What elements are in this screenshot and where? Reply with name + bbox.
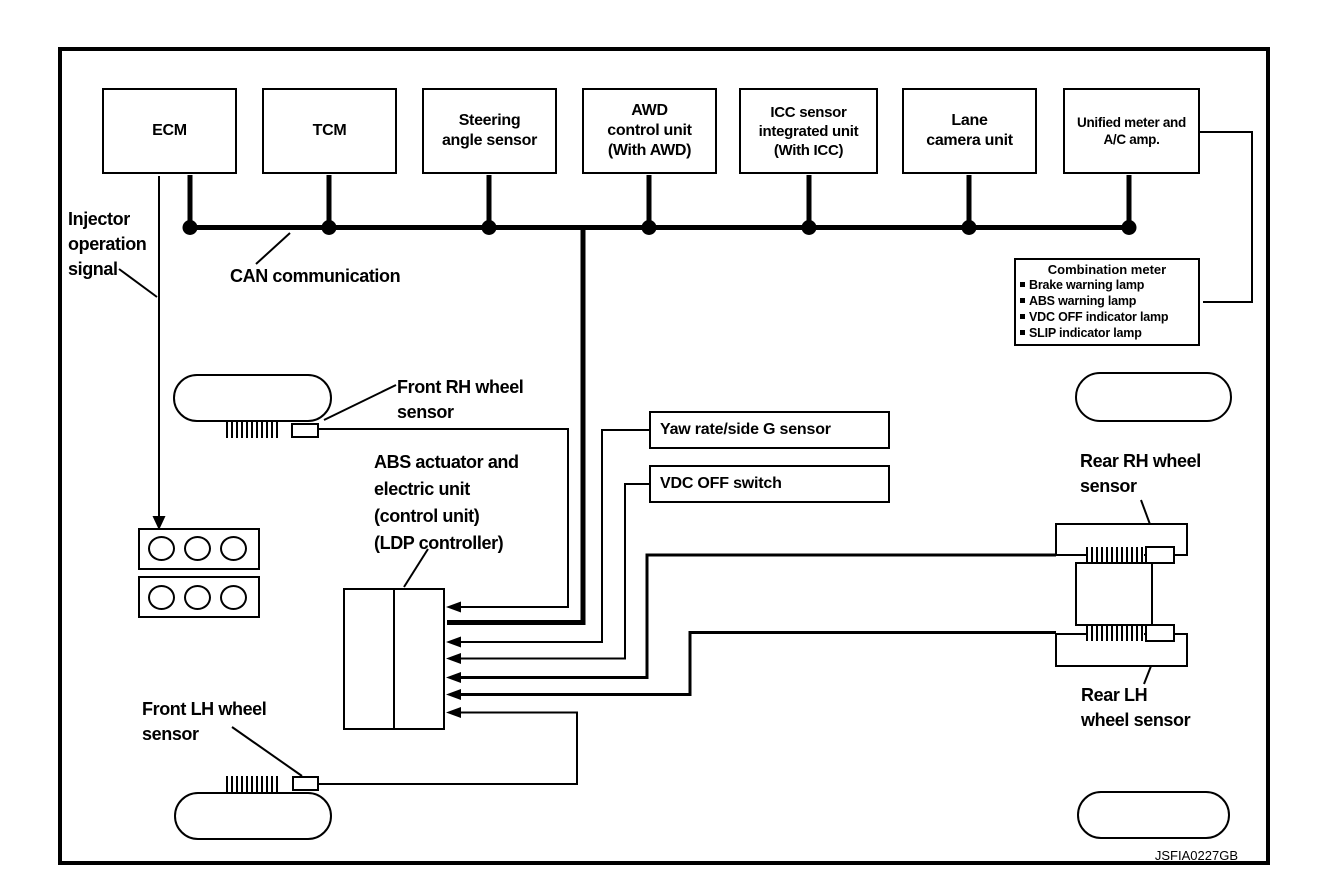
injector-signal-label: Injector operation signal [68, 209, 147, 279]
yaw-rate-sensor-box: Yaw rate/side G sensor [649, 411, 890, 449]
wire-front-lh [317, 711, 578, 785]
combination-meter-item: SLIP indicator lamp [1016, 325, 1198, 341]
front-lh-callout-line [231, 726, 303, 777]
can-callout-line [255, 232, 291, 265]
unit-box-ecm: ECM [102, 88, 237, 174]
unit-label-icc-sensor: ICC sensor integrated unit (With ICC) [758, 103, 859, 159]
injector-callout-line [118, 268, 158, 298]
combination-meter-item: VDC OFF indicator lamp [1016, 309, 1198, 325]
front-lh-sensor-ring-icon [226, 776, 278, 792]
front-lh-sensor-icon [292, 776, 319, 791]
front-rh-sensor-ring-icon [226, 422, 278, 438]
wire-front-rh [317, 428, 569, 608]
abs-input-arrowheads [446, 601, 461, 718]
yaw-rate-sensor-label: Yaw rate/side G sensor [660, 421, 831, 438]
figure-id: JSFIA0227GB [1154, 848, 1238, 863]
unit-label-unified-meter: Unified meter and A/C amp. [1077, 115, 1186, 147]
abs-actuator-label: ABS actuator and electric unit (control … [374, 452, 519, 553]
can-stub-lines [187, 175, 1132, 226]
combination-meter-title: Combination meter [1047, 262, 1167, 277]
unit-label-awd-control-unit: AWD control unit (With AWD) [607, 102, 692, 159]
wire-rear-rh [459, 553, 1056, 679]
unit-box-awd-control-unit: AWD control unit (With AWD) [582, 88, 717, 174]
unit-box-icc-sensor: ICC sensor integrated unit (With ICC) [739, 88, 878, 174]
combination-meter-item: Brake warning lamp [1016, 277, 1198, 293]
rear-lh-tire-icon [1077, 791, 1230, 839]
can-communication-label: CAN communication [230, 266, 401, 286]
unit-label-lane-camera: Lane camera unit [926, 112, 1013, 149]
engine-block-top-icon [138, 528, 260, 570]
unit-label-tcm: TCM [312, 122, 347, 139]
wire-vdc-switch [459, 483, 649, 660]
front-rh-callout-line [323, 384, 397, 421]
rear-rh-tire-icon [1075, 372, 1232, 422]
wire-meter-to-combination [1200, 131, 1253, 303]
rear-rh-sensor-label: Rear RH wheel sensor [1080, 451, 1201, 496]
injector-arrowhead-icon [152, 516, 166, 530]
unit-label-steering-angle-sensor: Steering angle sensor [441, 112, 538, 149]
engine-block-bottom-icon [138, 576, 260, 618]
rear-rh-sensor-ring-icon [1086, 547, 1144, 563]
unit-label-ecm: ECM [152, 122, 187, 139]
combination-meter-box: Combination meter Brake warning lamp ABS… [1014, 258, 1200, 346]
rear-lh-sensor-icon [1145, 624, 1175, 642]
rear-rh-sensor-icon [1145, 546, 1175, 564]
unit-box-unified-meter: Unified meter and A/C amp. [1063, 88, 1200, 174]
can-node-dots [182, 220, 1137, 235]
unit-box-steering-angle-sensor: Steering angle sensor [422, 88, 557, 174]
front-rh-sensor-label: Front RH wheel sensor [397, 377, 524, 422]
wire-yaw-sensor [459, 429, 649, 643]
front-lh-sensor-label: Front LH wheel sensor [142, 699, 267, 744]
rear-differential-icon [1075, 562, 1153, 626]
front-rh-tire-icon [173, 374, 332, 422]
diagram-border [58, 47, 1270, 865]
abs-actuator-divider [393, 590, 395, 728]
rear-lh-sensor-ring-icon [1086, 625, 1144, 641]
front-rh-sensor-icon [291, 423, 319, 438]
front-lh-tire-icon [174, 792, 332, 840]
vdc-off-switch-box: VDC OFF switch [649, 465, 890, 503]
rear-lh-sensor-label: Rear LH wheel sensor [1081, 685, 1191, 730]
can-branch-to-abs [447, 227, 586, 625]
combination-meter-item: ABS warning lamp [1016, 293, 1198, 309]
wire-rear-lh [459, 631, 1056, 696]
abs-callout-line [403, 548, 429, 588]
vdc-off-switch-label: VDC OFF switch [660, 475, 782, 492]
unit-box-lane-camera: Lane camera unit [902, 88, 1037, 174]
unit-box-tcm: TCM [262, 88, 397, 174]
